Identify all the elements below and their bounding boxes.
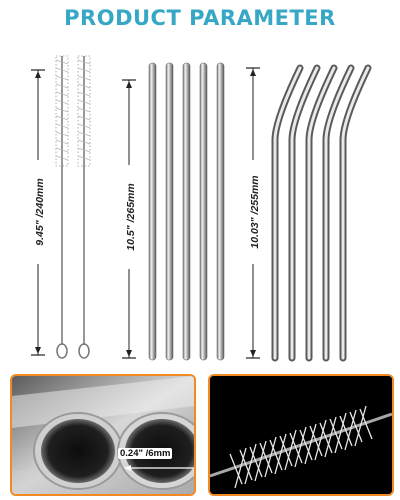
straight-length-label: 10.5" /265mm <box>125 165 137 269</box>
brush-closeup-photo <box>208 374 394 496</box>
bent-straws <box>271 64 372 362</box>
diameter-label: 0.24" /6mm <box>118 448 173 459</box>
page-title: PRODUCT PARAMETER <box>64 6 336 30</box>
straight-straws <box>148 62 225 361</box>
brush-length-label: 9.45" /240mm <box>34 160 46 264</box>
product-illustration <box>31 55 372 362</box>
bent-length-label: 10.03" /255mm <box>249 160 261 264</box>
brush-bristles <box>229 405 373 489</box>
cleaning-brush-2 <box>77 55 91 359</box>
cleaning-brush-1 <box>55 55 69 359</box>
straw-opening-photo <box>10 374 196 496</box>
